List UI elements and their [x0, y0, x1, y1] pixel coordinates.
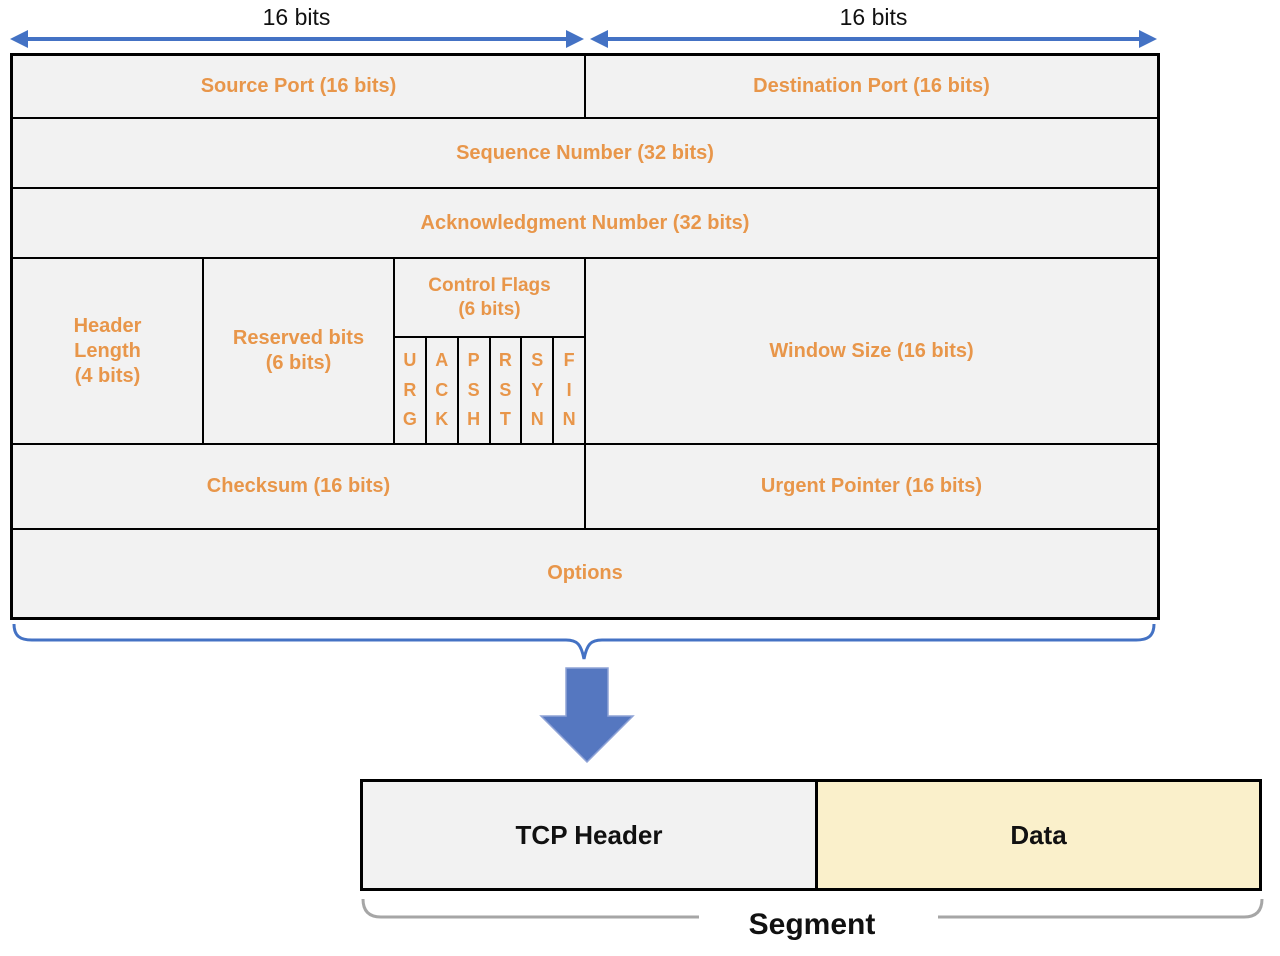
- flag-psh: PSH: [458, 338, 489, 443]
- table-row-flags: Header Length (4 bits) Reserved bits (6 …: [13, 259, 1157, 443]
- down-arrow-icon: [539, 667, 635, 764]
- field-control-flags-label: Control Flags (6 bits): [395, 259, 584, 336]
- table-row-ports: Source Port (16 bits) Destination Port (…: [13, 56, 1157, 117]
- segment-label: Segment: [748, 908, 876, 941]
- field-reserved-bits: Reserved bits (6 bits): [204, 259, 393, 443]
- field-header-length: Header Length (4 bits): [13, 259, 202, 443]
- table-row-checksum: Checksum (16 bits) Urgent Pointer (16 bi…: [13, 445, 1157, 528]
- field-control-flags-group: Control Flags (6 bits) URG ACK PSH: [395, 259, 584, 443]
- field-acknowledgment-number: Acknowledgment Number (32 bits): [13, 189, 1157, 257]
- bit-ruler-label-left: 16 bits: [262, 4, 331, 30]
- bit-ruler-arrows: [10, 30, 1157, 48]
- segment-brace-icon: [361, 898, 1264, 919]
- flag-syn: SYN: [522, 338, 553, 443]
- control-flag-cells: URG ACK PSH RST SYN FIN: [395, 338, 584, 443]
- double-arrow-left-icon: [10, 30, 584, 48]
- double-arrow-right-icon: [590, 30, 1157, 48]
- flag-fin: FIN: [554, 338, 584, 443]
- field-window-size: Window Size (16 bits): [586, 259, 1157, 443]
- field-destination-port: Destination Port (16 bits): [586, 56, 1157, 117]
- field-checksum: Checksum (16 bits): [13, 445, 584, 528]
- flag-urg: URG: [395, 338, 425, 443]
- flag-rst: RST: [490, 338, 521, 443]
- segment-box: TCP Header Data: [360, 779, 1262, 891]
- field-urgent-pointer: Urgent Pointer (16 bits): [586, 445, 1157, 528]
- flag-ack: ACK: [426, 338, 457, 443]
- table-underbrace-icon: [12, 623, 1156, 660]
- field-sequence-number: Sequence Number (32 bits): [13, 119, 1157, 187]
- field-source-port: Source Port (16 bits): [13, 56, 584, 117]
- segment-data-cell: Data: [815, 782, 1259, 888]
- bit-ruler-label-right: 16 bits: [839, 4, 908, 30]
- field-options: Options: [13, 530, 1157, 617]
- tcp-header-table: Source Port (16 bits) Destination Port (…: [10, 53, 1160, 620]
- segment-tcp-header-cell: TCP Header: [363, 782, 815, 888]
